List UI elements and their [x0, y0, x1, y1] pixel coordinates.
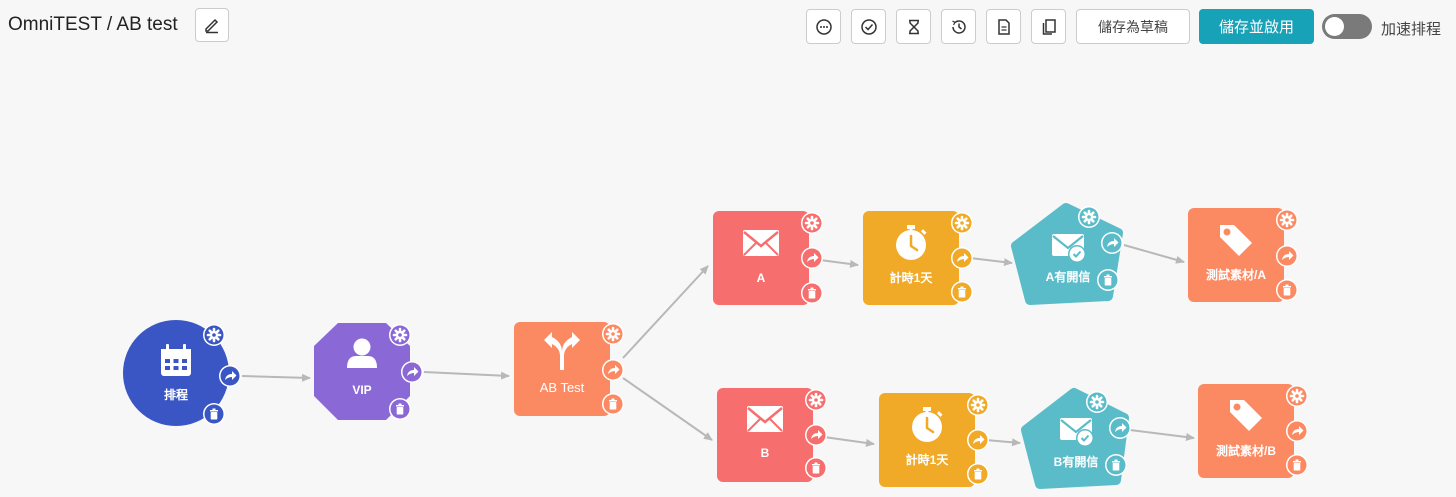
- node-open-a[interactable]: A有開信: [1011, 203, 1123, 305]
- copy-button[interactable]: [1031, 9, 1066, 44]
- node-abtest[interactable]: AB Test: [514, 321, 626, 416]
- node-open-b-settings-icon[interactable]: [1084, 389, 1110, 415]
- node-timer-b-settings-icon[interactable]: [965, 392, 991, 418]
- node-open-b-label: B有開信: [1054, 454, 1099, 469]
- node-email-b-delete-icon[interactable]: [805, 457, 827, 479]
- node-vip-delete-icon[interactable]: [389, 398, 411, 420]
- node-timer-a-settings-icon[interactable]: [949, 210, 975, 236]
- node-abtest-connect-icon[interactable]: [602, 359, 624, 381]
- comment-button[interactable]: [806, 9, 841, 44]
- history-icon: [951, 19, 966, 34]
- envelope-icon: [741, 228, 781, 258]
- node-email-a[interactable]: A: [713, 210, 825, 305]
- node-timer-b[interactable]: 計時1天: [879, 392, 991, 487]
- node-email-a-connect-icon[interactable]: [801, 247, 823, 269]
- node-email-a-delete-icon[interactable]: [801, 282, 823, 304]
- node-schedule-connect-icon[interactable]: [219, 365, 241, 387]
- node-open-b-connect-icon[interactable]: [1109, 417, 1131, 439]
- node-open-b[interactable]: B有開信: [1021, 388, 1131, 489]
- node-abtest-delete-icon[interactable]: [602, 393, 624, 415]
- node-schedule-settings-icon[interactable]: [201, 322, 227, 348]
- page-title: OmniTEST / AB test: [8, 14, 178, 35]
- node-open-a-delete-icon[interactable]: [1097, 269, 1119, 291]
- node-tag-a-delete-icon[interactable]: [1276, 279, 1298, 301]
- envelope-icon: [745, 404, 785, 434]
- node-abtest-label: AB Test: [540, 380, 585, 395]
- edit-title-button[interactable]: [195, 8, 229, 42]
- node-tag-b-label: 測試素材/B: [1216, 443, 1276, 458]
- copy-icon: [1042, 18, 1056, 35]
- node-email-a-settings-icon[interactable]: [799, 210, 825, 236]
- connector-lines: [241, 244, 1195, 447]
- calendar-icon: [161, 344, 191, 376]
- node-email-b-settings-icon[interactable]: [803, 387, 829, 413]
- pencil-icon: [205, 18, 219, 34]
- node-timer-b-connect-icon[interactable]: [967, 429, 989, 451]
- node-email-b-label: B: [761, 446, 770, 460]
- wait-button[interactable]: [896, 9, 931, 44]
- validate-button[interactable]: [851, 9, 886, 44]
- document-icon: [997, 18, 1010, 35]
- node-timer-a-connect-icon[interactable]: [951, 247, 973, 269]
- node-abtest-settings-icon[interactable]: [600, 321, 626, 347]
- node-tag-b[interactable]: 測試素材/B: [1198, 383, 1310, 478]
- node-tag-a-label: 測試素材/A: [1206, 267, 1266, 282]
- node-open-a-settings-icon[interactable]: [1076, 204, 1102, 230]
- hourglass-icon: [908, 19, 919, 34]
- node-timer-b-delete-icon[interactable]: [967, 463, 989, 485]
- save-and-activate-button[interactable]: 儲存並啟用: [1199, 9, 1314, 44]
- user-icon: [347, 338, 377, 368]
- report-button[interactable]: [986, 9, 1021, 44]
- node-timer-a-delete-icon[interactable]: [951, 281, 973, 303]
- node-tag-b-connect-icon[interactable]: [1286, 420, 1308, 442]
- split-arrow-icon: [544, 332, 580, 370]
- accelerate-schedule-label: 加速排程: [1381, 21, 1442, 38]
- save-draft-button[interactable]: 儲存為草稿: [1076, 9, 1190, 44]
- node-schedule-label: 排程: [164, 387, 188, 402]
- node-open-a-connect-icon[interactable]: [1101, 232, 1123, 254]
- history-button[interactable]: [941, 9, 976, 44]
- top-toolbar: OmniTEST / AB test: [0, 0, 1456, 54]
- node-schedule[interactable]: 排程: [123, 320, 241, 426]
- node-tag-a-connect-icon[interactable]: [1276, 245, 1298, 267]
- accelerate-schedule-toggle[interactable]: [1322, 14, 1372, 39]
- node-schedule-delete-icon[interactable]: [203, 403, 225, 425]
- node-tag-b-settings-icon[interactable]: [1284, 383, 1310, 409]
- node-vip-settings-icon[interactable]: [387, 322, 413, 348]
- node-open-a-label: A有開信: [1046, 269, 1091, 284]
- node-timer-a-label: 計時1天: [890, 270, 934, 285]
- node-vip-connect-icon[interactable]: [401, 361, 423, 383]
- node-email-b-connect-icon[interactable]: [805, 424, 827, 446]
- node-timer-b-label: 計時1天: [906, 452, 950, 467]
- check-circle-icon: [860, 18, 877, 35]
- node-vip-label: VIP: [352, 383, 371, 397]
- node-tag-a-settings-icon[interactable]: [1274, 207, 1300, 233]
- toggle-knob: [1325, 17, 1344, 36]
- node-open-b-delete-icon[interactable]: [1105, 454, 1127, 476]
- node-tag-a[interactable]: 測試素材/A: [1188, 207, 1300, 302]
- comment-icon: [815, 18, 832, 35]
- node-vip[interactable]: VIP: [314, 322, 423, 420]
- node-email-b[interactable]: B: [717, 387, 829, 482]
- node-email-a-label: A: [757, 271, 766, 285]
- node-timer-a[interactable]: 計時1天: [863, 210, 975, 305]
- node-tag-b-delete-icon[interactable]: [1286, 454, 1308, 476]
